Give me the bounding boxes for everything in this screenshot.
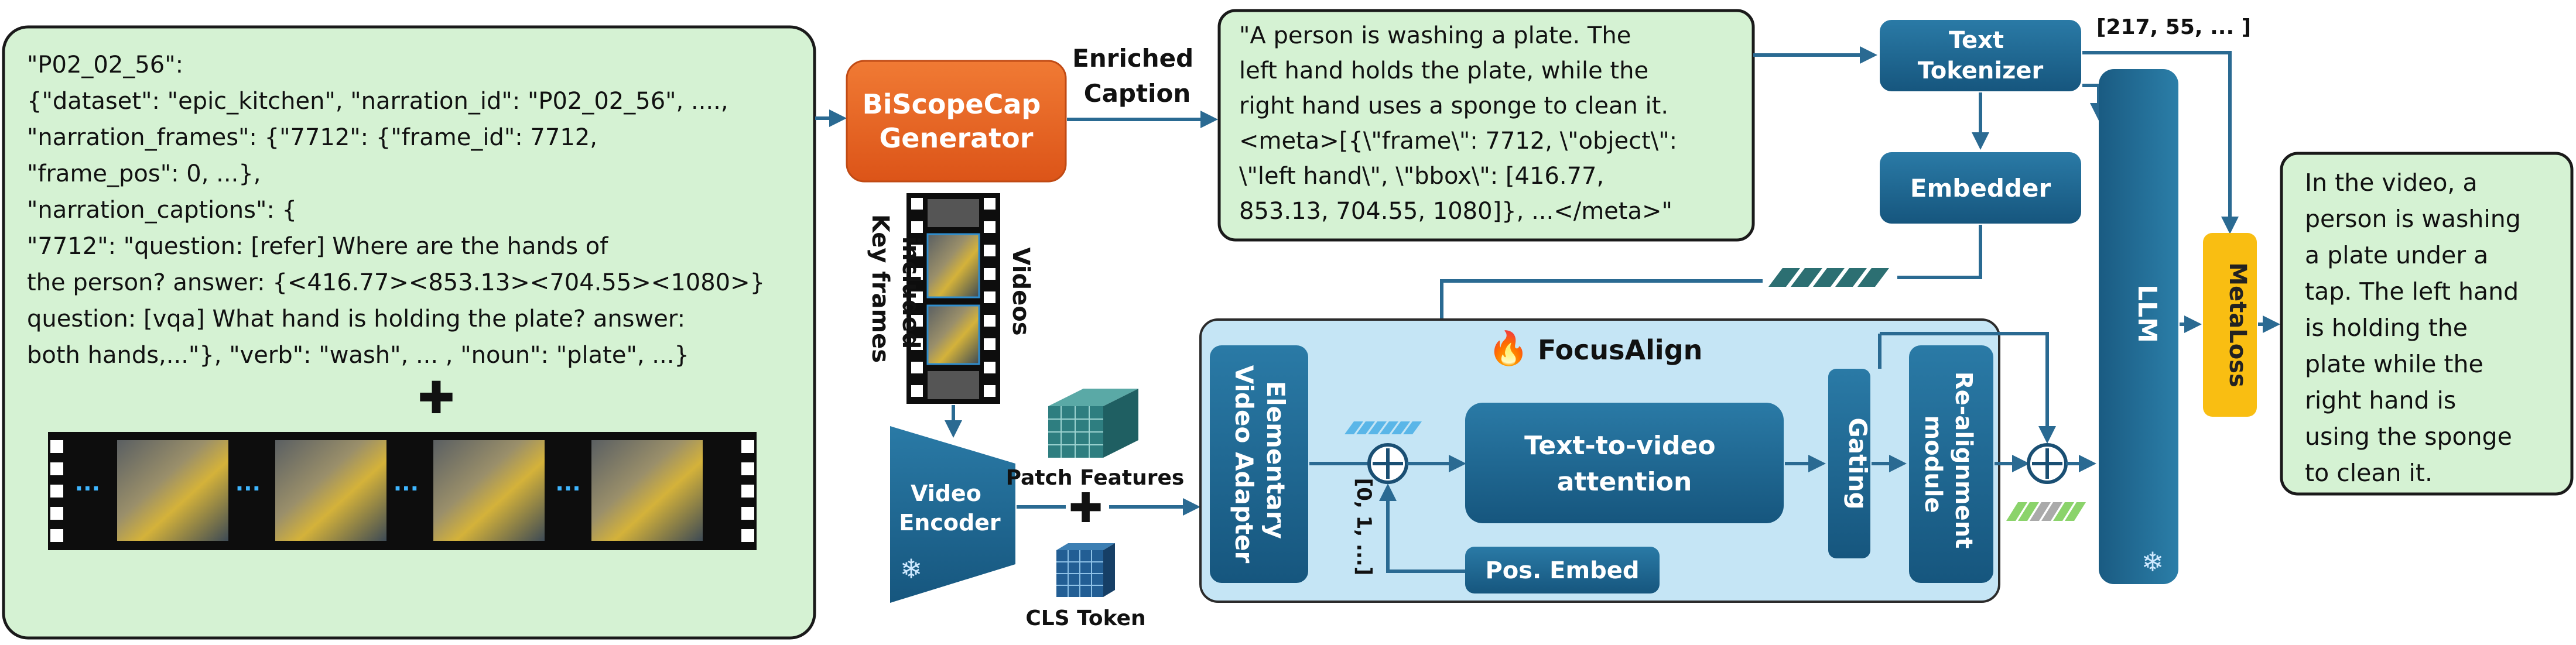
arrow-tokenizer-to-llm: [2082, 84, 2108, 121]
video-encoder-label: Video Encoder: [899, 481, 1001, 536]
generator-label: BiScopeCap Generator: [863, 88, 1051, 154]
vertical-video-strip: [906, 193, 1000, 404]
plus-icon: ✚: [1069, 484, 1103, 532]
output-text-box: In the video, a person is washing a plat…: [2280, 152, 2574, 496]
llm-box: LLM ❄: [2099, 69, 2178, 584]
film-frame-image: [117, 440, 703, 541]
cls-token-label: CLS Token: [1025, 606, 1145, 630]
realignment-label: Re-alignment module: [1920, 372, 1977, 557]
patch-features-label: Patch Features: [1006, 466, 1185, 490]
focusalign-title: FocusAlign: [1538, 334, 1702, 366]
biscopecap-generator-box: BiScopeCap Generator: [846, 60, 1067, 183]
fire-icon: 🔥: [1488, 330, 1529, 368]
position-index-label: [0, 1, ...]: [1352, 478, 1376, 576]
metaloss-box: MetaLoss: [2203, 233, 2257, 417]
source-line: "frame_pos": 0, ...},: [27, 160, 261, 187]
elementary-adapter-label: Elementary Video Adapter: [1230, 365, 1290, 564]
snowflake-icon: ❄: [900, 553, 923, 585]
attention-label: Text-to-video attention: [1524, 431, 1725, 497]
caption-text: "A person is washing a plate. The left h…: [1239, 22, 1685, 225]
source-line: the person? answer: {<416.77><853.13><70…: [27, 269, 765, 296]
keyframes-label: Key frames included: [867, 214, 924, 371]
snowflake-icon: ❄: [2141, 546, 2164, 578]
arrow-embedder-to-tokens: [1897, 225, 1982, 279]
arrow-skip-to-sum: [1880, 332, 2056, 444]
patch-features-stack: [1048, 389, 1138, 458]
source-line: both hands,..."}, "verb": "wash", ... , …: [27, 342, 689, 369]
enriched-caption-label: Enriched Caption: [1072, 44, 1202, 108]
source-line: "narration_frames": {"7712": {"frame_id"…: [27, 124, 597, 151]
arrow-tokens-to-metaloss: [2082, 51, 2239, 234]
llm-label: LLM: [2132, 284, 2162, 343]
pos-embed-label: Pos. Embed: [1485, 557, 1639, 584]
sum-node-icon: [1367, 443, 1408, 484]
output-text: In the video, a person is washing a plat…: [2305, 169, 2529, 487]
pos-embed-box: Pos. Embed: [1465, 547, 1660, 593]
gating-box: Gating: [1828, 369, 1872, 558]
video-encoder-box: Video Encoder ❄: [890, 426, 1015, 603]
embedder-box: Embedder: [1880, 152, 2081, 224]
videos-label: Videos: [1007, 247, 1034, 335]
text-embedding-tokens: [1768, 268, 1889, 287]
metaloss-label: MetaLoss: [2224, 262, 2251, 387]
embedder-label: Embedder: [1910, 174, 2051, 203]
source-line: question: [vqa] What hand is holding the…: [27, 306, 685, 332]
plus-icon: ✚: [418, 372, 455, 424]
source-json-text: "P02_02_56": {"dataset": "epic_kitchen",…: [27, 52, 772, 369]
gating-label: Gating: [1843, 417, 1872, 509]
realignment-module-box: Re-alignment module: [1909, 345, 1993, 583]
text-tokenizer-label: Text Tokenizer: [1918, 27, 2044, 84]
cls-token-stack: [1056, 543, 1115, 597]
source-line: "narration_captions": {: [27, 197, 297, 224]
arrow-posembed-to-sum: [1379, 483, 1465, 573]
source-json-box: "P02_02_56": {"dataset": "epic_kitchen",…: [2, 25, 816, 640]
text-to-video-attention-box: Text-to-video attention: [1465, 403, 1784, 523]
source-line: "7712": "question: [refer] Where are the…: [27, 233, 608, 260]
token-ids-label: [217, 55, ... ]: [2096, 15, 2251, 39]
source-filmstrip: ... ... ... ...: [48, 432, 757, 550]
sum-node-icon: [2027, 443, 2068, 484]
filmstrip-dots: ... ... ... ...: [75, 470, 581, 496]
text-tokenizer-box: Text Tokenizer: [1880, 20, 2081, 91]
fused-tokens: [2006, 502, 2086, 521]
source-line: "P02_02_56":: [27, 52, 183, 78]
elementary-video-adapter-box: Elementary Video Adapter: [1210, 345, 1308, 583]
source-line: {"dataset": "epic_kitchen", "narration_i…: [27, 88, 728, 115]
caption-text-box: "A person is washing a plate. The left h…: [1217, 9, 1755, 242]
visual-tokens: [1345, 421, 1422, 434]
